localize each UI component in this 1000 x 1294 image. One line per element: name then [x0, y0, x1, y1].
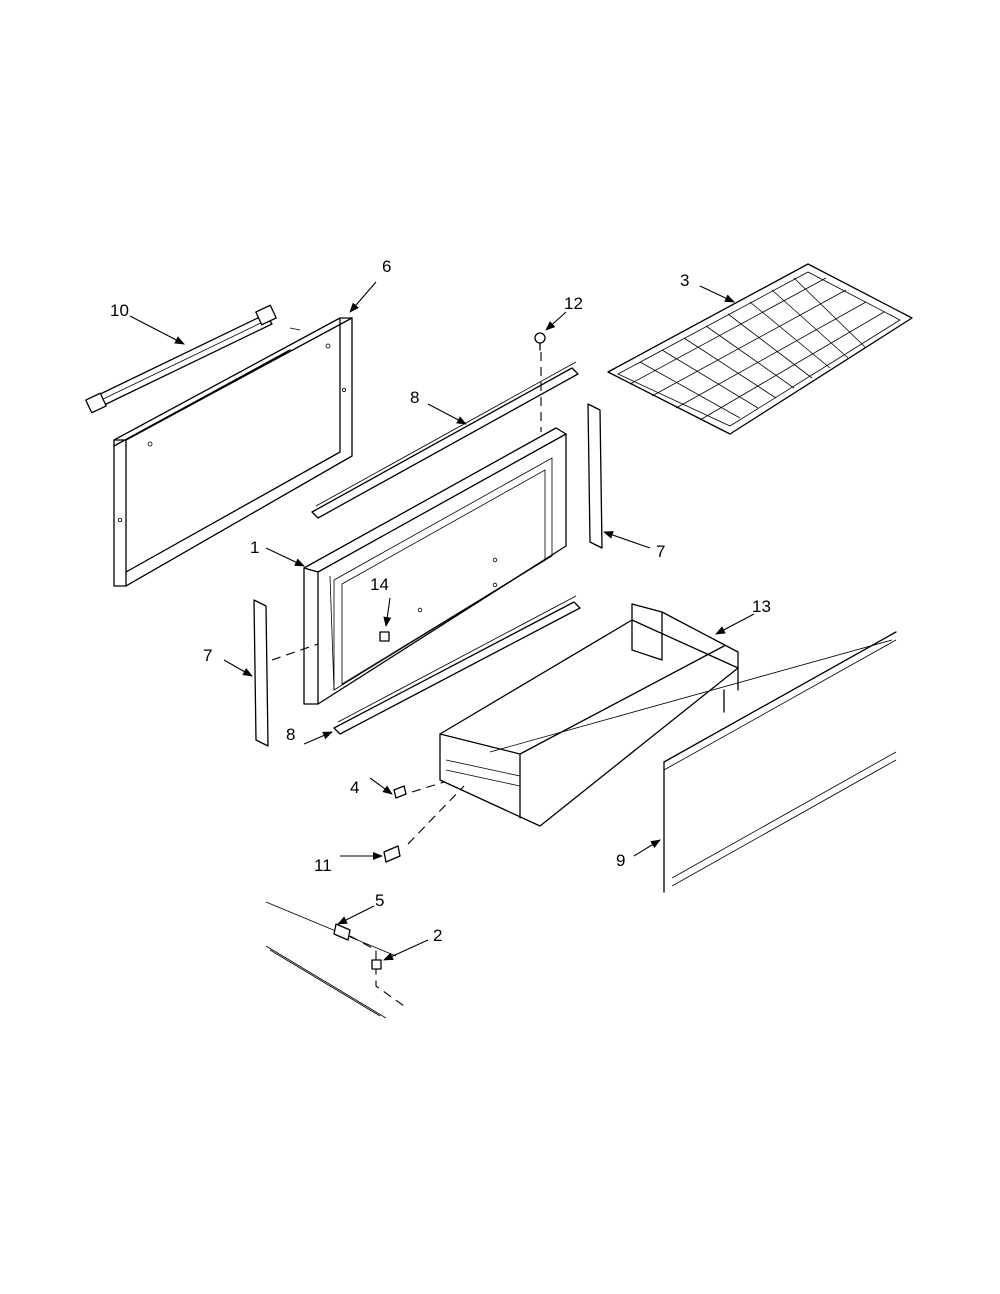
callout-13: 13	[752, 597, 771, 616]
part-4-screw	[393, 785, 407, 799]
callout-6: 6	[382, 257, 391, 276]
part-3-rack	[607, 263, 913, 435]
callout-5: 5	[375, 891, 384, 910]
part-6-frame	[113, 317, 353, 587]
callout-9: 9	[616, 851, 625, 870]
part-11-screw	[383, 845, 401, 863]
part-14-clip	[379, 631, 390, 642]
leaders	[129, 281, 755, 961]
part-8-bottom-trim	[333, 595, 581, 735]
callout-8-top: 8	[410, 388, 419, 407]
part-9-kick-panel	[489, 631, 897, 893]
callout-4: 4	[350, 778, 359, 797]
callout-11: 11	[314, 856, 332, 875]
callout-7-right: 7	[656, 542, 665, 561]
callout-14: 14	[370, 575, 389, 594]
callout-labels: 1 2 3 4 5 6 7 7 8 8 9 10 11 12 13 14	[110, 257, 771, 945]
callout-1: 1	[250, 538, 259, 557]
part-5-2-base	[265, 901, 405, 1019]
part-8-top-trim	[311, 361, 579, 519]
part-1-door-panel	[303, 427, 567, 705]
part-7-left-trim	[253, 599, 319, 747]
callout-10: 10	[110, 301, 129, 320]
callout-2: 2	[433, 926, 442, 945]
part-10-handle	[85, 304, 277, 414]
callout-3: 3	[680, 271, 689, 290]
callout-7-left: 7	[203, 646, 212, 665]
callout-8-bottom: 8	[286, 725, 295, 744]
part-13-drawer	[407, 603, 739, 845]
callout-12: 12	[564, 294, 583, 313]
part-12-screw	[534, 332, 546, 432]
part-7-right-trim	[587, 403, 603, 549]
